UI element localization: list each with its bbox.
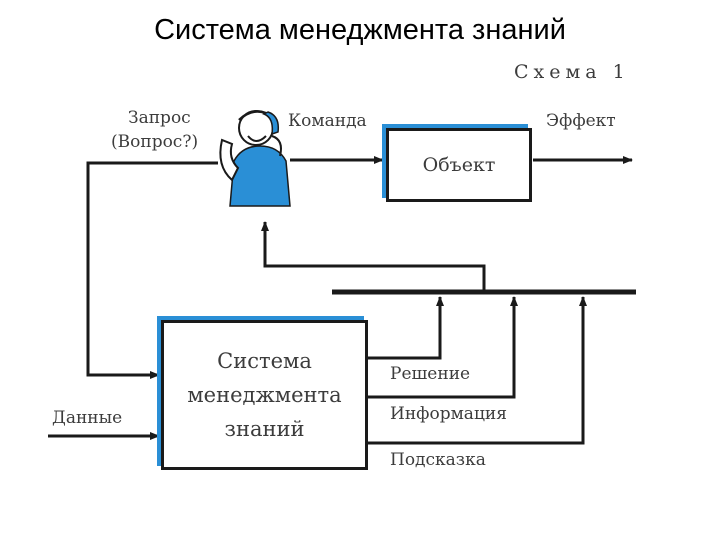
information-label: Информация: [390, 404, 507, 424]
kms-box-line3: знаний: [224, 417, 305, 441]
return-line: [261, 221, 486, 292]
object-box-label: Объект: [422, 154, 496, 176]
request-label: Запрос: [128, 108, 191, 128]
data-label: Данные: [52, 408, 123, 428]
request-loop-line: [86, 161, 218, 379]
information-line: [368, 296, 518, 399]
effect-label: Эффект: [546, 111, 616, 131]
kms-box-text: Система менеджмента знаний: [187, 344, 341, 446]
decision-label: Решение: [390, 364, 471, 384]
page-title: Система менеджмента знаний: [154, 14, 566, 46]
person-on-phone-icon: [219, 110, 291, 207]
decision-line: [368, 296, 444, 360]
knowledge-management-system-box: Система менеджмента знаний: [161, 320, 368, 470]
hint-line: [368, 296, 587, 445]
command-label: Команда: [288, 111, 367, 131]
kms-box-line1: Система: [217, 349, 312, 373]
question-label: (Вопрос?): [111, 132, 199, 152]
scheme-label: Схема 1: [514, 61, 630, 83]
hint-label: Подсказка: [390, 450, 486, 470]
kms-box-line2: менеджмента: [187, 383, 342, 407]
object-box: Объект: [386, 128, 532, 202]
